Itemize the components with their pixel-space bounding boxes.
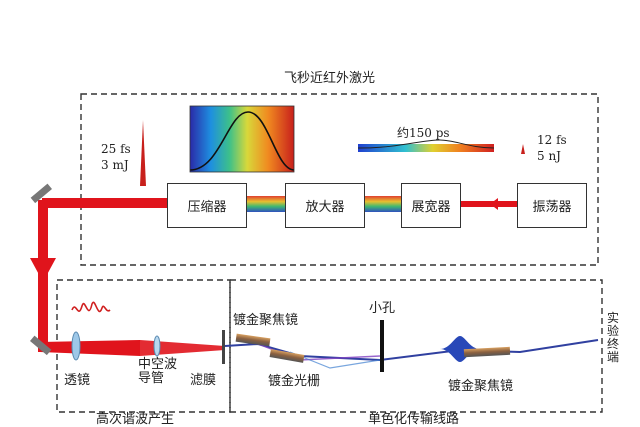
- gold-mirror-2-label: 镀金聚焦镜: [448, 379, 514, 394]
- seed-pulse-duration: 12 fs: [537, 133, 567, 147]
- mirror-top-left: [30, 183, 52, 204]
- gold-grating-label: 镀金光栅: [268, 374, 321, 389]
- gold-grating-shape: [269, 349, 305, 363]
- beam-amp-to-compressor: [246, 196, 286, 212]
- hhg-section-title: 高次谐波产生: [96, 412, 175, 427]
- main-pulse-duration: 25 fs: [101, 142, 131, 156]
- laser-section-title: 飞秒近红外激光: [284, 71, 376, 86]
- gold-mirror-1-shape: [235, 333, 271, 347]
- spectrum-curve: [189, 111, 295, 171]
- stretched-pulse-label: 约150 ps: [397, 126, 450, 140]
- beam-focus: [140, 340, 225, 356]
- stretcher-box: 展宽器: [401, 183, 461, 228]
- pinhole-label: 小孔: [369, 301, 396, 316]
- ir-pulse-wave: [71, 301, 111, 313]
- main-pulse-energy: 3 mJ: [101, 158, 129, 172]
- beam-compressor-out: [42, 198, 168, 208]
- seed-pulse-energy: 5 nJ: [537, 149, 561, 163]
- filter-shape: [222, 330, 225, 364]
- waveguide-shape: [153, 335, 161, 357]
- laser-frame: [80, 93, 599, 266]
- amplifier-box: 放大器: [285, 183, 365, 228]
- chirped-pulse-wave: [357, 139, 495, 149]
- chirped-pulse-bar: [358, 144, 494, 152]
- lens-shape: [71, 331, 81, 361]
- spectrum-image: [190, 106, 294, 172]
- waveguide-label: 中空波导管: [138, 357, 178, 386]
- filter-label: 滤膜: [190, 373, 217, 388]
- gold-mirror-2-shape: [463, 346, 511, 358]
- beam-arrow-down: [30, 258, 56, 282]
- main-pulse-spike: [140, 120, 146, 186]
- lens-label: 透镜: [64, 373, 91, 388]
- xuv-pulse: [440, 336, 480, 362]
- beam-osc-to-stretcher: [460, 201, 518, 207]
- gold-mirror-1-label: 镀金聚焦镜: [233, 313, 299, 328]
- compressor-box: 压缩器: [167, 183, 247, 228]
- beam-to-hhg: [40, 340, 140, 356]
- oscillator-box: 振荡器: [517, 183, 587, 228]
- seed-pulse-spike: [521, 144, 525, 154]
- experiment-station-label: 实验终端: [606, 311, 619, 364]
- beam-stretcher-to-amp: [364, 196, 402, 212]
- beamline-section-title: 单色化传输线路: [368, 412, 460, 427]
- beamline-frame: [229, 279, 603, 413]
- mirror-bottom-left: [30, 335, 52, 356]
